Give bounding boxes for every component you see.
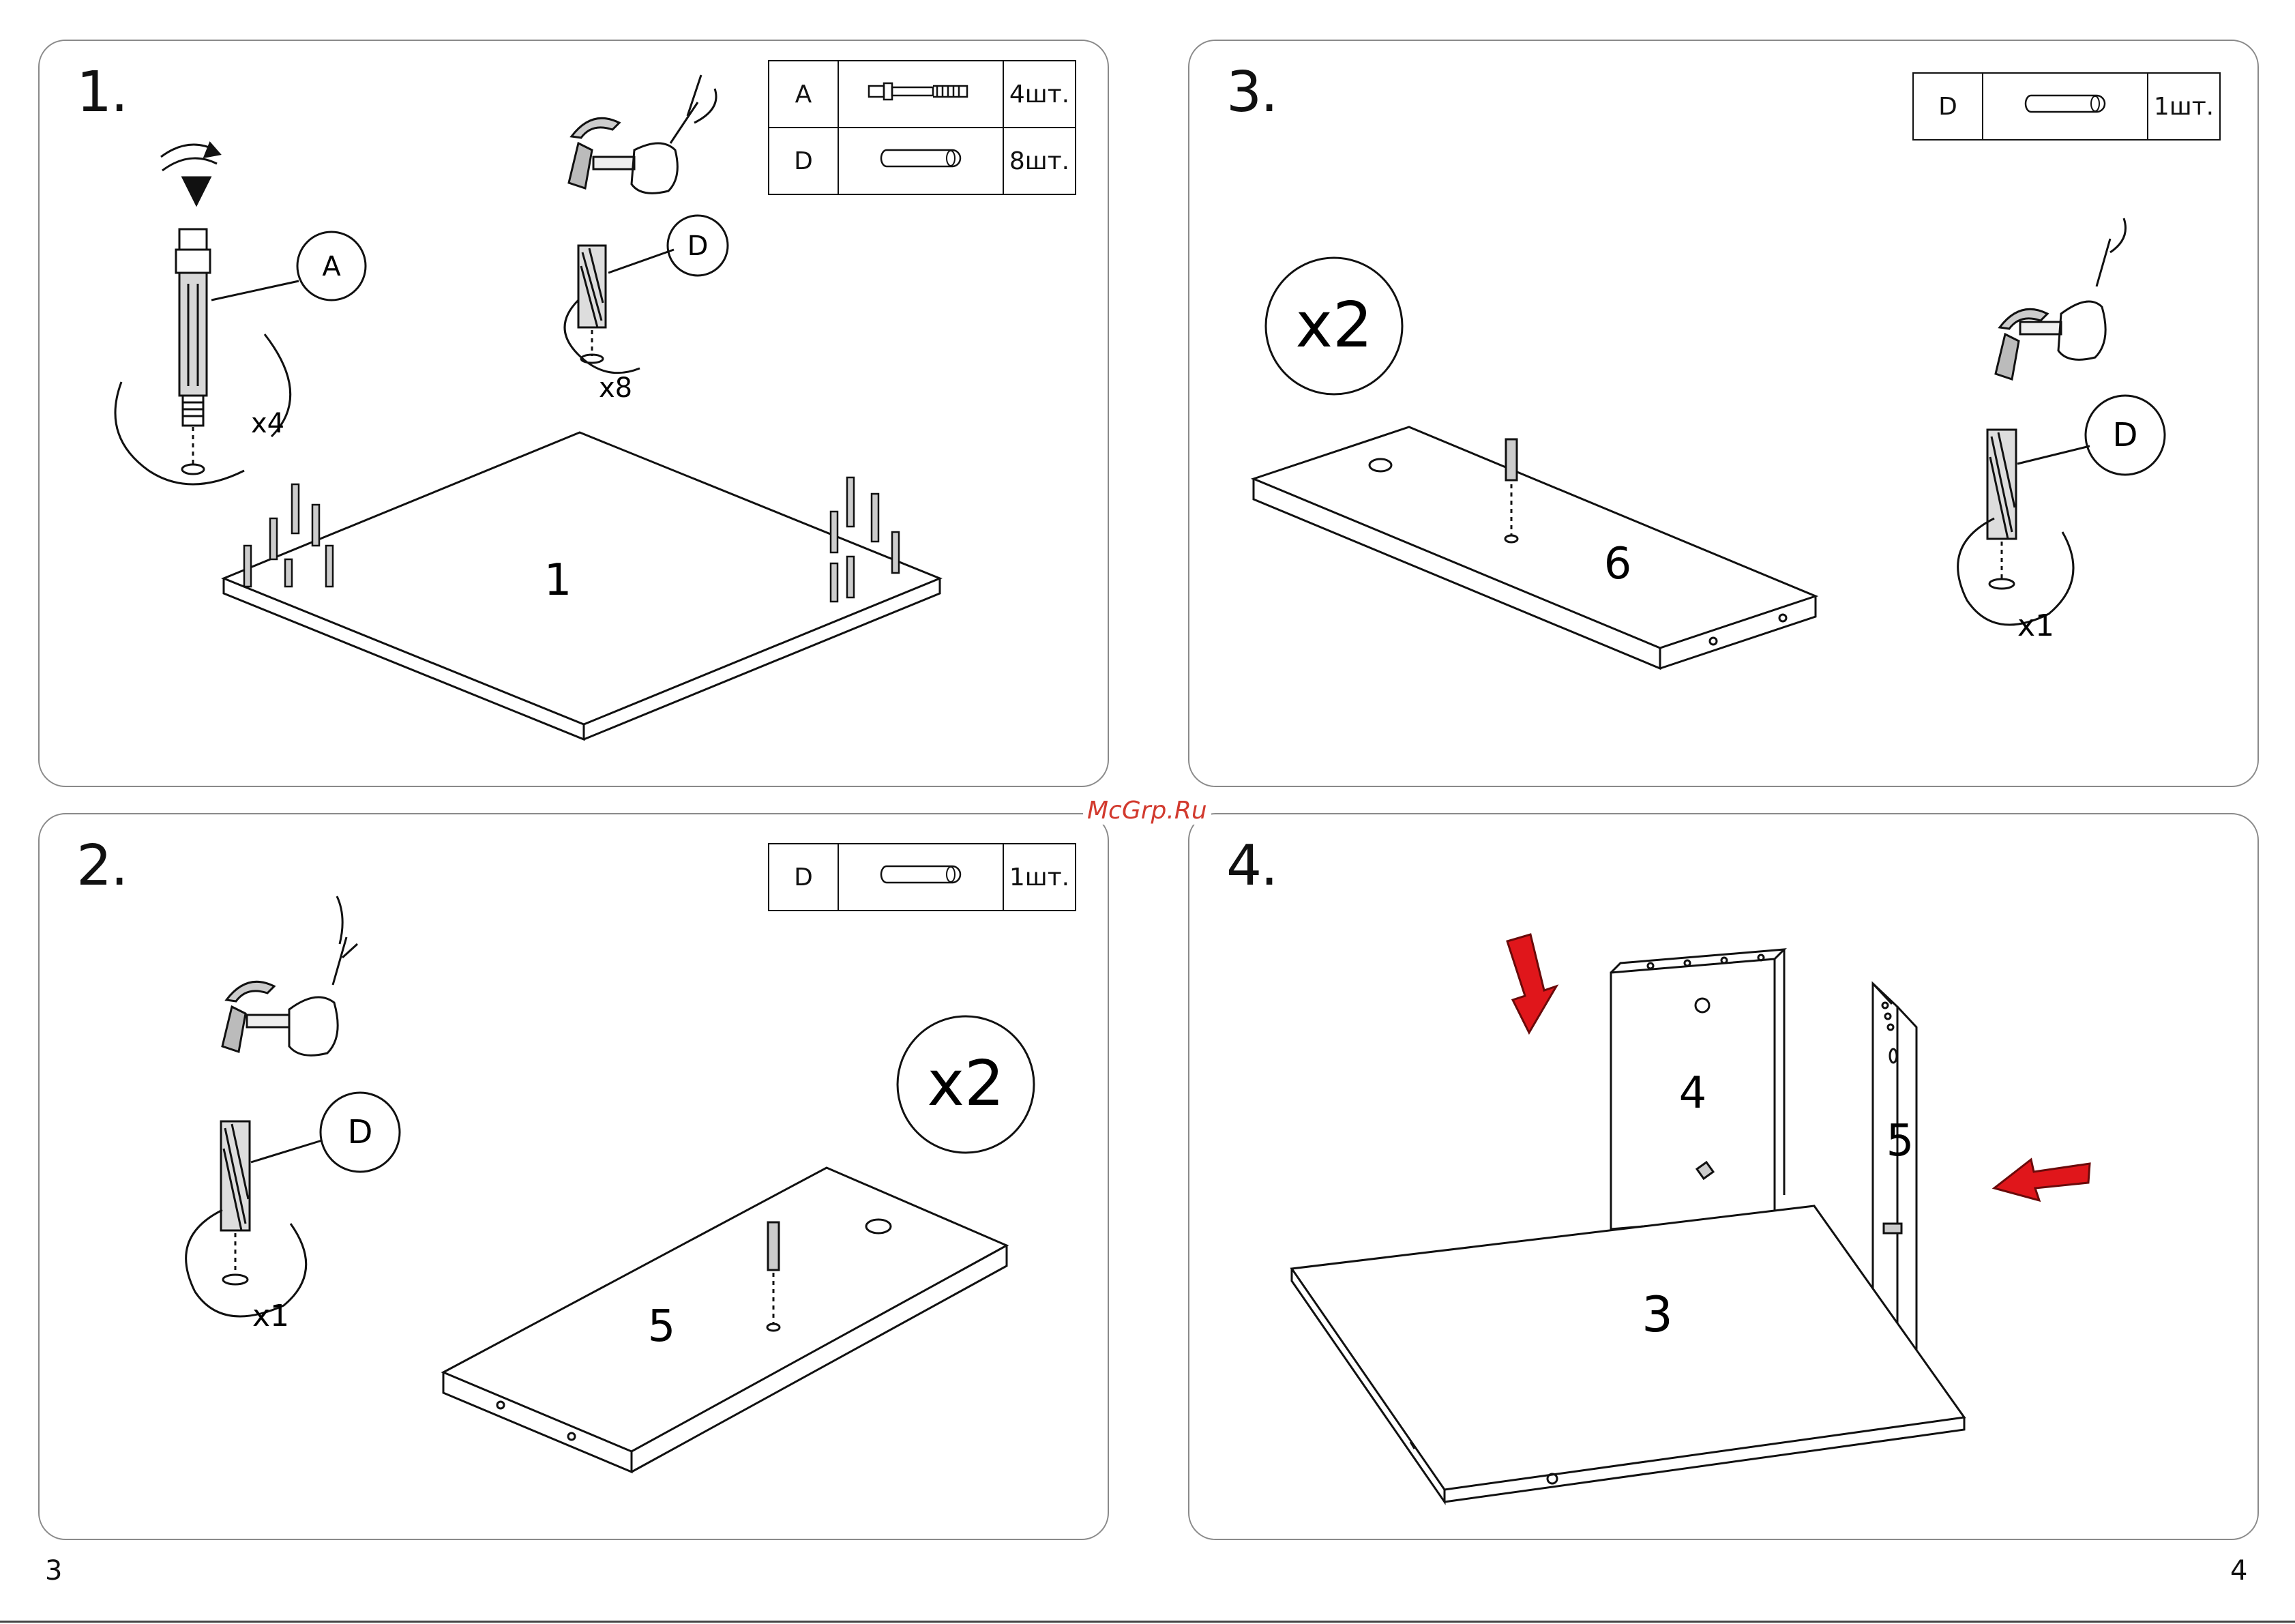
bottom-panel-3 — [1292, 1206, 1964, 1502]
arrow-down-icon — [1507, 934, 1556, 1033]
board-panel-5 — [443, 1168, 1007, 1472]
panel-number: 3 — [1642, 1286, 1673, 1343]
callout-label: D — [687, 231, 709, 262]
page-number-right: 4 — [2230, 1555, 2247, 1586]
step-2-illustration: x2 D x1 5 — [40, 814, 1110, 1541]
callout-label: A — [322, 251, 341, 282]
count-label: x4 — [251, 408, 284, 439]
count-label: x1 — [252, 1299, 289, 1333]
screwdriver-icon — [161, 143, 220, 205]
panel-number: 5 — [648, 1301, 676, 1352]
step-4-illustration: 4 5 3 — [1189, 814, 2260, 1541]
arrow-left-icon — [1994, 1160, 2090, 1200]
panel-number: 5 — [1886, 1116, 1914, 1166]
page-number-left: 3 — [45, 1555, 62, 1586]
step-4-panel: 4. 4 5 3 — [1188, 813, 2259, 1540]
page-divider — [0, 1621, 2295, 1623]
watermark: McGrp.Ru — [1083, 797, 1211, 825]
hammer-icon — [1996, 218, 2126, 379]
panel-number: 4 — [1679, 1068, 1707, 1119]
board-panel-6 — [1254, 427, 1816, 668]
board-panel-1 — [224, 432, 940, 739]
repeat-label: x2 — [928, 1047, 1005, 1120]
step-2-panel: 2. D 1шт. x2 — [38, 813, 1109, 1540]
step-3-illustration: x2 D x1 6 — [1189, 41, 2260, 788]
hammer-icon — [222, 896, 357, 1055]
hammer-icon — [569, 75, 716, 193]
step-1-panel: 1. A 4шт. D 8шт. — [38, 40, 1109, 787]
count-label: x8 — [599, 372, 632, 404]
repeat-label: x2 — [1296, 289, 1373, 361]
step-1-illustration: A x4 D x8 — [40, 41, 1110, 788]
step-3-panel: 3. D 1шт. x2 — [1188, 40, 2259, 787]
callout-label: D — [348, 1113, 373, 1151]
panel-number: 6 — [1604, 539, 1632, 589]
count-label: x1 — [2017, 608, 2054, 643]
callout-label: D — [2113, 416, 2138, 454]
panel-number: 1 — [544, 555, 572, 606]
